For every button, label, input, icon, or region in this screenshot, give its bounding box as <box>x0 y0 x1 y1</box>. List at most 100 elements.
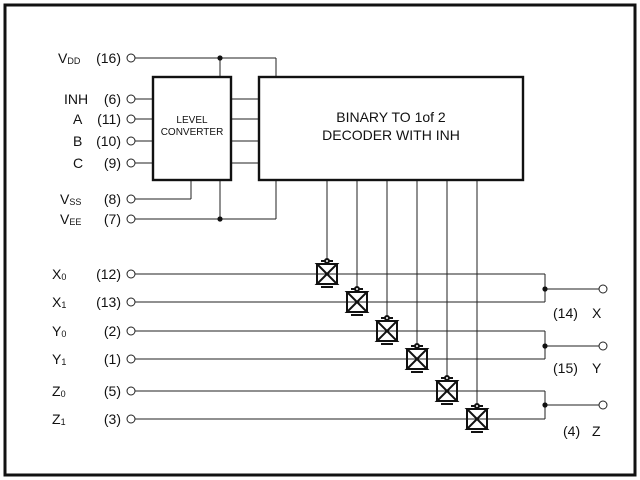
pin-z-common: (4) Z <box>563 400 608 439</box>
diagram-border <box>3 3 637 477</box>
switch-y1 <box>404 343 430 373</box>
pin-vee-number: (7) <box>104 211 121 227</box>
decoder-control-lines <box>326 180 478 406</box>
pin-z0: Z0 (5) <box>52 383 136 399</box>
pin-z1-number: (3) <box>104 411 121 427</box>
pin-y1-sub: 1 <box>61 357 66 367</box>
pin-y1: Y1 (1) <box>52 351 136 367</box>
pin-vee-sub: EE <box>69 217 81 227</box>
pin-a-name: A <box>73 111 83 127</box>
svg-text:X1: X1 <box>52 294 66 310</box>
pin-a-number: (11) <box>97 111 121 127</box>
analog-switches <box>314 258 490 433</box>
pin-z1-terminal <box>126 414 136 424</box>
pin-z-common-name: Z <box>592 423 601 439</box>
pin-vee-name: V <box>60 211 70 227</box>
pin-z-common-terminal <box>598 400 608 410</box>
left-pins: VDD (16) INH (6) A (11) B (10) C (9) VSS… <box>58 50 136 227</box>
pin-vss-sub: SS <box>69 197 81 207</box>
pin-x1: X1 (13) <box>52 294 136 310</box>
pin-x0-name: X <box>52 266 62 282</box>
pin-b: B (10) <box>73 133 136 149</box>
svg-text:Z1: Z1 <box>52 411 66 427</box>
pin-inh-number: (6) <box>104 91 121 107</box>
junction-dots <box>217 55 548 408</box>
pin-x-common-terminal <box>598 284 608 294</box>
pin-vss: VSS (8) <box>60 191 136 207</box>
switch-x1 <box>344 286 370 316</box>
pin-a-terminal <box>126 114 136 124</box>
control-wiring <box>135 98 259 164</box>
svg-text:Z0: Z0 <box>52 383 66 399</box>
decoder-label-2: DECODER WITH INH <box>322 127 460 143</box>
pin-vdd-sub: DD <box>67 56 80 66</box>
pin-vee-terminal <box>126 214 136 224</box>
pin-y0-terminal <box>126 326 136 336</box>
svg-text:VEE: VEE <box>60 211 81 227</box>
pin-y-common-name: Y <box>592 360 602 376</box>
pin-vss-name: V <box>60 191 70 207</box>
pin-b-name: B <box>73 133 82 149</box>
pin-z0-number: (5) <box>104 383 121 399</box>
svg-text:VDD: VDD <box>58 50 81 66</box>
svg-text:Y1: Y1 <box>52 351 66 367</box>
pin-y1-number: (1) <box>104 351 121 367</box>
pin-z1-sub: 1 <box>61 417 66 427</box>
pin-inh: INH (6) <box>64 91 136 107</box>
pin-inh-terminal <box>126 94 136 104</box>
pin-vdd-terminal <box>126 53 136 63</box>
pin-x1-terminal <box>126 297 136 307</box>
pin-vss-terminal <box>126 194 136 204</box>
decoder-block: BINARY TO 1of 2 DECODER WITH INH <box>257 75 525 182</box>
channel-pins: X0 (12) X1 (13) Y0 (2) Y1 (1) Z0 (5) Z1 … <box>52 266 136 427</box>
supply-wiring <box>135 57 277 220</box>
pin-x0-number: (12) <box>96 266 121 282</box>
svg-text:VSS: VSS <box>60 191 81 207</box>
pin-y0-number: (2) <box>104 323 121 339</box>
pin-vdd: VDD (16) <box>58 50 136 66</box>
level-converter-label-1: LEVEL <box>176 115 208 126</box>
pin-c-number: (9) <box>104 155 121 171</box>
pin-z1-name: Z <box>52 411 61 427</box>
pin-inh-name: INH <box>64 91 88 107</box>
pin-z0-terminal <box>126 386 136 396</box>
pin-y-common-number: (15) <box>553 360 578 376</box>
pin-y0: Y0 (2) <box>52 323 136 339</box>
switch-z0 <box>434 375 460 405</box>
pin-z0-name: Z <box>52 383 61 399</box>
channel-wiring <box>135 273 599 420</box>
pin-c: C (9) <box>73 155 136 171</box>
pin-x-common: (14) X <box>553 284 608 321</box>
pin-vdd-name: V <box>58 50 68 66</box>
pin-x1-name: X <box>52 294 62 310</box>
switch-z1 <box>464 403 490 433</box>
pin-x0-terminal <box>126 269 136 279</box>
switch-y0 <box>374 315 400 345</box>
pin-c-name: C <box>73 155 83 171</box>
svg-text:Y0: Y0 <box>52 323 66 339</box>
pin-y0-sub: 0 <box>61 329 66 339</box>
pin-a: A (11) <box>73 111 136 127</box>
pin-vee: VEE (7) <box>60 211 136 227</box>
pin-y1-terminal <box>126 354 136 364</box>
common-pins: (14) X (15) Y (4) Z <box>553 284 608 439</box>
pin-y-common-terminal <box>598 341 608 351</box>
pin-y-common: (15) Y <box>553 341 608 376</box>
pin-vdd-number: (16) <box>96 50 121 66</box>
pin-x1-number: (13) <box>96 294 121 310</box>
pin-x0: X0 (12) <box>52 266 136 282</box>
level-converter-block: LEVEL CONVERTER <box>151 75 233 182</box>
pin-x0-sub: 0 <box>61 272 66 282</box>
decoder-label-1: BINARY TO 1of 2 <box>336 109 446 125</box>
pin-x-common-number: (14) <box>553 305 578 321</box>
pin-vss-number: (8) <box>104 191 121 207</box>
pin-b-terminal <box>126 136 136 146</box>
pin-z1: Z1 (3) <box>52 411 136 427</box>
switch-x0 <box>314 258 340 288</box>
pin-x-common-name: X <box>592 305 602 321</box>
svg-text:X0: X0 <box>52 266 66 282</box>
pin-y0-name: Y <box>52 323 62 339</box>
pin-z0-sub: 0 <box>61 389 66 399</box>
